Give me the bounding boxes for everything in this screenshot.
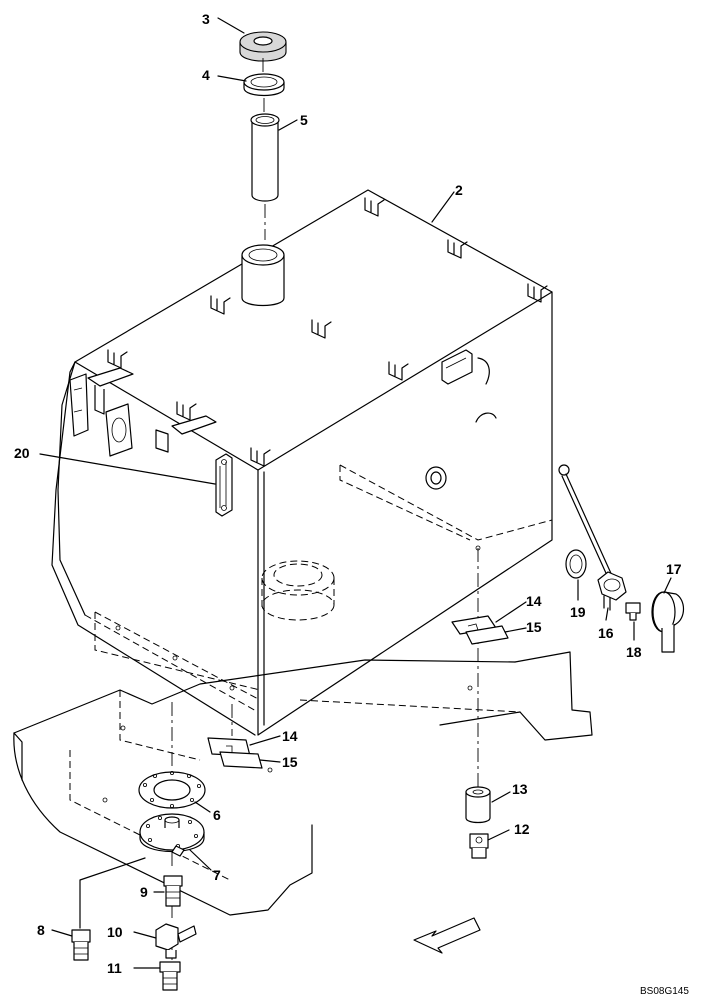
filler-centerline — [262, 58, 266, 240]
strainer — [250, 113, 280, 202]
callout-labels: 3 4 5 2 20 17 14 15 19 16 18 14 15 13 6 … — [14, 11, 689, 997]
callout-11: 11 — [107, 960, 122, 976]
callout-10: 10 — [107, 924, 123, 940]
callout-2: 2 — [455, 182, 463, 198]
callout-14-lower: 14 — [282, 728, 298, 744]
callout-16: 16 — [598, 625, 614, 641]
filler-cap — [239, 31, 287, 62]
filler-neck — [241, 244, 285, 307]
callout-5: 5 — [300, 112, 308, 128]
callout-14-upper: 14 — [526, 593, 542, 609]
drawing-code: BS08G145 — [640, 986, 689, 997]
bolt-11 — [159, 961, 181, 991]
callout-15-lower: 15 — [282, 754, 298, 770]
drain-valve — [155, 923, 197, 959]
level-switch — [558, 464, 627, 611]
callout-20: 20 — [14, 445, 30, 461]
drain-cover — [139, 813, 205, 857]
mounting-frame — [13, 611, 593, 916]
callout-13: 13 — [512, 781, 528, 797]
callout-3: 3 — [202, 11, 210, 27]
callout-8: 8 — [37, 922, 45, 938]
callout-9: 9 — [140, 884, 148, 900]
callout-12: 12 — [514, 821, 530, 837]
callout-4: 4 — [202, 67, 210, 83]
screw-18 — [625, 602, 641, 621]
bolt-8-leader-line — [79, 857, 146, 929]
gasket — [138, 771, 206, 809]
shim-plates-upper — [451, 615, 509, 645]
leader-lines — [39, 17, 672, 969]
callout-18: 18 — [626, 644, 642, 660]
shim-plates-lower — [207, 737, 263, 769]
callout-15-upper: 15 — [526, 619, 542, 635]
callout-6: 6 — [213, 807, 221, 823]
filler-ring — [243, 73, 285, 97]
bolt-12 — [469, 833, 489, 859]
callout-17: 17 — [666, 561, 682, 577]
bolt-8 — [71, 929, 91, 961]
callout-7: 7 — [213, 867, 221, 883]
spacer — [465, 786, 491, 824]
bolt-9 — [163, 875, 183, 907]
tank-top-brackets — [69, 197, 548, 467]
cover-17 — [651, 591, 685, 653]
level-gauge — [215, 453, 233, 517]
o-ring — [565, 549, 587, 579]
front-direction-arrow-icon — [413, 917, 481, 954]
tank-body — [51, 189, 553, 736]
callout-19: 19 — [570, 604, 586, 620]
